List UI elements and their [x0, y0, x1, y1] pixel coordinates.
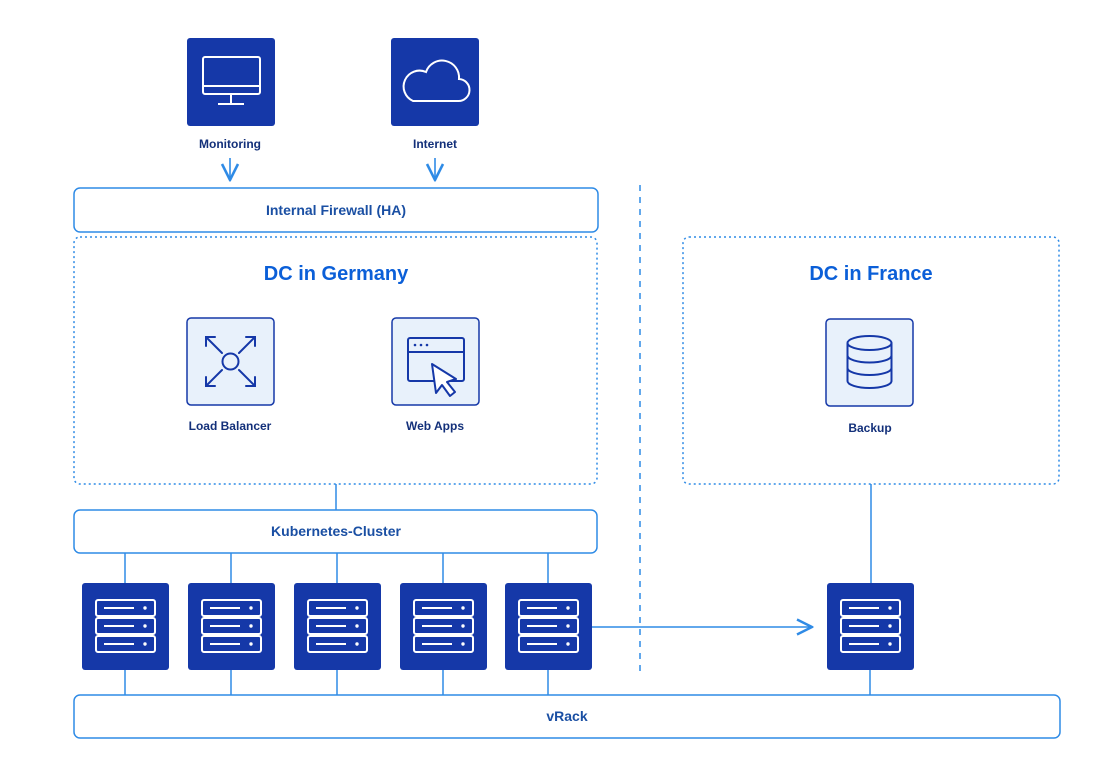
server-icon — [840, 599, 901, 653]
internet-node[interactable]: Internet — [391, 38, 479, 151]
server-node[interactable] — [827, 583, 914, 695]
dc-germany-title: DC in Germany — [264, 263, 409, 285]
server-node[interactable] — [294, 553, 381, 695]
cloud-icon — [402, 59, 471, 103]
monitoring-node[interactable]: Monitoring — [187, 38, 275, 151]
database-icon — [846, 335, 893, 389]
dc-france-title: DC in France — [809, 263, 932, 285]
server-icon — [95, 599, 156, 653]
internet-label: Internet — [413, 137, 457, 151]
load-balancer-label: Load Balancer — [189, 419, 272, 433]
backup-label: Backup — [848, 421, 891, 435]
server-icon — [518, 599, 579, 653]
vrack-bar[interactable]: vRack — [73, 694, 1061, 739]
server-icon — [413, 599, 474, 653]
germany-server-group — [82, 553, 592, 695]
dc-france-region: DC in France — [682, 236, 1060, 485]
france-server-group — [827, 583, 914, 695]
server-node[interactable] — [82, 553, 169, 695]
load-balancer-icon — [205, 336, 256, 387]
server-node[interactable] — [505, 553, 592, 695]
web-app-icon — [407, 337, 465, 397]
web-apps-node[interactable]: Web Apps — [391, 317, 480, 433]
server-node[interactable] — [188, 553, 275, 695]
backup-node[interactable]: Backup — [825, 318, 914, 435]
kubernetes-cluster-bar[interactable]: Kubernetes-Cluster — [73, 509, 598, 554]
kubernetes-cluster-label: Kubernetes-Cluster — [271, 523, 401, 539]
load-balancer-node[interactable]: Load Balancer — [186, 317, 275, 433]
dc-germany-region: DC in Germany — [73, 236, 598, 485]
vrack-label: vRack — [546, 708, 587, 724]
firewall-bar[interactable]: Internal Firewall (HA) — [73, 187, 599, 233]
monitoring-label: Monitoring — [199, 137, 261, 151]
monitor-icon — [202, 56, 261, 105]
firewall-label: Internal Firewall (HA) — [266, 202, 406, 218]
web-apps-label: Web Apps — [406, 419, 464, 433]
server-icon — [201, 599, 262, 653]
server-node[interactable] — [400, 553, 487, 695]
server-icon — [307, 599, 368, 653]
